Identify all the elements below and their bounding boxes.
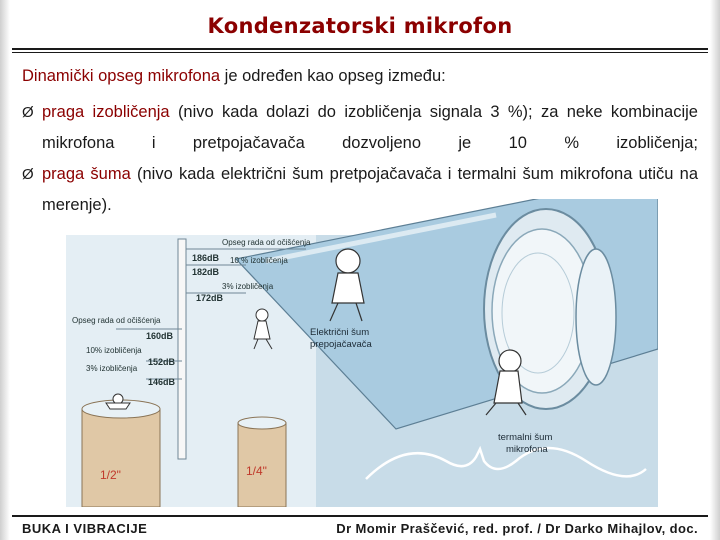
microphone-quarter-inch: 1/4"	[237, 416, 287, 507]
title-divider	[12, 48, 708, 50]
figure-kneeling	[485, 349, 527, 416]
slide-body: Dinamički opseg mikrofona je određen kao…	[22, 68, 698, 221]
figure-diver	[105, 393, 131, 410]
dynamic-range-illustration: Opseg rada od očišćenja 186dB 10 % izobl…	[66, 199, 658, 507]
label-opseg-left: Opseg rada od očišćenja	[72, 316, 161, 325]
footer-course: BUKA I VIBRACIJE	[22, 521, 148, 536]
right-border	[710, 0, 720, 540]
intro-line: Dinamički opseg mikrofona je određen kao…	[22, 68, 698, 85]
label-146db: 146dB	[148, 377, 176, 387]
left-border	[0, 0, 10, 540]
label-172db: 172dB	[196, 293, 224, 303]
scale-labels: Opseg rada od očišćenja 186dB 10 % izobl…	[72, 238, 311, 387]
slide-title: Kondenzatorski mikrofon	[207, 14, 513, 38]
bullet-noise-text: (nivo kada električni šum pretpojačavača…	[42, 164, 698, 214]
label-10pct-b: 10% izobličenja	[86, 346, 142, 355]
noise-waveform	[365, 445, 647, 480]
label-elec-noise-2: prepojačavača	[310, 339, 373, 350]
arrow-bullet-icon: Ø	[22, 165, 34, 183]
label-186db: 186dB	[192, 253, 220, 263]
intro-highlight: Dinamički opseg mikrofona	[22, 67, 221, 85]
label-therm-noise-2: mikrofona	[506, 444, 548, 455]
figure-climber	[253, 308, 273, 350]
level-scale	[116, 238, 306, 460]
label-3pct-b: 3% izobličenja	[86, 364, 138, 373]
bullet-distortion-highlight: praga izobličenja	[42, 102, 170, 121]
label-152db: 152dB	[148, 357, 176, 367]
label-160db: 160dB	[146, 331, 174, 341]
footer-divider	[12, 515, 708, 517]
bullet-noise-highlight: praga šuma	[42, 164, 131, 183]
noise-labels: Električni šum prepojačavača termalni šu…	[310, 327, 552, 455]
label-3pct: 3% izobličenja	[222, 282, 274, 291]
label-elec-noise-1: Električni šum	[310, 327, 369, 338]
label-therm-noise-1: termalni šum	[498, 432, 552, 443]
arrow-bullet-icon: Ø	[22, 103, 34, 121]
figure-standing	[329, 248, 365, 322]
title-divider-thin	[12, 52, 708, 53]
bullet-distortion-text: (nivo kada dolazi do izobličenja signala…	[42, 102, 698, 152]
intro-rest: je određen kao opseg između:	[220, 67, 446, 85]
mic1-label: 1/2"	[100, 468, 121, 482]
label-opseg-top: Opseg rada od očišćenja	[222, 238, 311, 247]
mic2-label: 1/4"	[246, 464, 267, 478]
microphone-half-inch: 1/2"	[81, 399, 161, 507]
label-182db: 182dB	[192, 267, 220, 277]
bullet-noise: Ø praga šuma (nivo kada električni šum p…	[22, 159, 698, 221]
label-10pct: 10 % izobličenja	[230, 256, 288, 265]
bullet-distortion: Ø praga izobličenja (nivo kada dolazi do…	[22, 97, 698, 159]
footer-authors: Dr Momir Praščević, red. prof. / Dr Dark…	[336, 521, 698, 536]
